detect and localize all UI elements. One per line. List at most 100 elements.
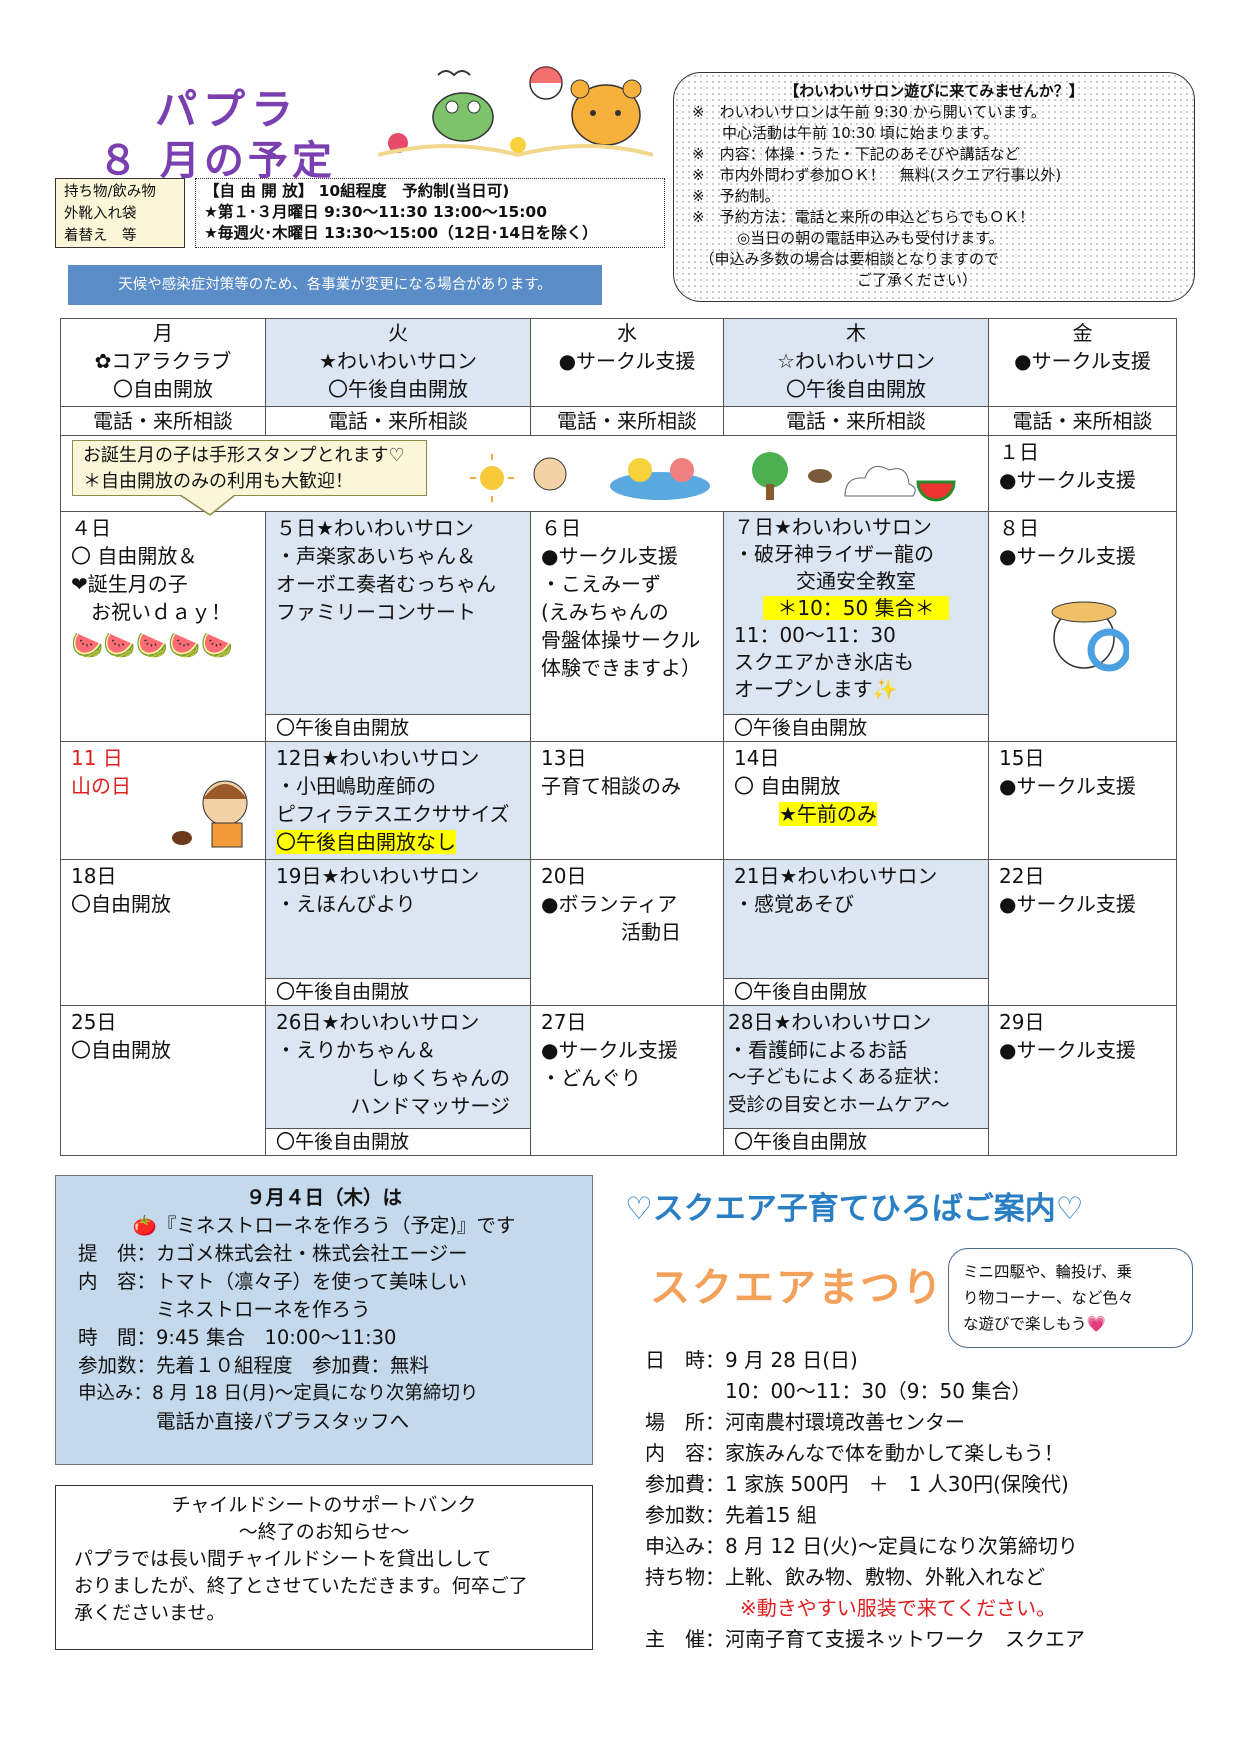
penguin-swim-ring-icon — [1051, 601, 1131, 672]
pm-free-play: 〇午後自由開放 — [724, 714, 988, 741]
festival-warning: ※動きやすい服装で来てください。 — [740, 1596, 1057, 1620]
tree-icon — [752, 452, 788, 500]
september-event-box: ９月４日（木）は 🍅『ミネストローネを作ろう（予定)』です 提 供：カゴメ株式会… — [55, 1175, 593, 1465]
day-cell-1: １日●サークル支援 — [988, 435, 1177, 512]
salon-info-line: ※ 市内外問わず参加ＯＫ！ 無料(スクエア行事以外) — [692, 166, 1062, 184]
august-calendar: 月✿コアラクラブ〇自由開放 火★わいわいサロン〇午後自由開放 水●サークル支援 … — [60, 318, 1177, 1156]
festival-line: 参加費：1 家族 500円 ＋ 1 人30円(保険代) — [645, 1472, 1069, 1496]
child-brushing-icon — [533, 457, 567, 491]
tel-consult: 電話・来所相談 — [60, 406, 266, 436]
children-pool-icon — [610, 458, 710, 500]
weekday-header-mon: 月✿コアラクラブ〇自由開放 — [60, 318, 266, 407]
free-play-line: ★第１･３月曜日 9:30～11:30 13:00～15:00 — [204, 203, 548, 221]
child-with-beetle-icon — [172, 780, 248, 848]
salon-info-line: ※ 予約方法：電話と来所の申込どちらでもＯＫ！ — [692, 208, 1035, 226]
day-cell-11: 11 日山の日 — [60, 741, 266, 860]
day-cell-28: 28日★わいわいサロン・看護師によるお話～子どもによくある症状：受診の目安とホー… — [723, 1005, 989, 1156]
seagull-icon — [437, 70, 471, 77]
festival-line: 日 時：9 月 28 日(日) — [645, 1348, 858, 1372]
festival-line: 参加数：先着15 組 — [645, 1503, 817, 1527]
festival-organizer: 主 催：河南子育て支援ネットワーク スクエア — [645, 1627, 1085, 1651]
pm-free-play: 〇午後自由開放 — [266, 978, 530, 1005]
salon-info-title: 【わいわいサロン遊びに来てみませんか？】 — [784, 82, 1084, 100]
day-cell-26: 26日★わいわいサロン・えりかちゃん＆しゅくちゃんのハンドマッサージ 〇午後自由… — [265, 1005, 531, 1156]
child-seat-title: チャイルドシートのサポートバンク — [171, 1494, 477, 1516]
square-heading: ♡スクエア子育てひろばご案内♡ — [625, 1191, 1084, 1227]
day-cell-25: 25日〇自由開放 — [60, 1005, 266, 1156]
day-cell-5: ５日★わいわいサロン・声楽家あいちゃん＆オーボエ奏者むっちゃんファミリーコンサー… — [265, 511, 531, 742]
tel-consult: 電話・来所相談 — [723, 406, 989, 436]
festival-line: 10：00～11：30（9：50 集合） — [645, 1379, 1032, 1403]
bring-item: 外靴入れ袋 — [64, 206, 137, 222]
title-august-schedule: ８ 月の予定 — [98, 138, 336, 184]
sept-event-line: 内 容：トマト（凛々子）を使って美味しい — [78, 1270, 468, 1293]
festival-details: 日 時：9 月 28 日(日) 10：00～11：30（9：50 集合） 場 所… — [645, 1345, 1205, 1655]
birthday-note: お誕生月の子は手形スタンプとれます♡ ＊自由開放のみの利用も大歓迎！ — [72, 440, 427, 496]
tel-consult: 電話・来所相談 — [265, 406, 531, 436]
festival-line: 内 容：家族みんなで体を動かして楽しもう！ — [645, 1441, 1064, 1465]
salon-info-line: ※ わいわいサロンは午前 9:30 から開いています。 — [692, 103, 1046, 121]
salon-info-line: ※ 内容：体操・うた・下記のあそびや講話など — [692, 145, 1020, 163]
meeting-time-highlight: ＊10：50 集合＊ — [763, 596, 949, 620]
salon-info-line: （申込み多数の場合は要相談となりますので — [692, 250, 1000, 268]
free-play-title: 【自 由 開 放】 10組程度 予約制(当日可) — [204, 182, 510, 200]
weekday-header-tue: 火★わいわいサロン〇午後自由開放 — [265, 318, 531, 407]
weekday-header-fri: 金●サークル支援 — [988, 318, 1177, 407]
bring-item: 着替え 等 — [64, 228, 137, 244]
festival-speech-bubble: ミニ四駆や、輪投げ、乗 り物コーナー、など色々 な遊びで楽しもう💗 — [948, 1248, 1193, 1348]
sept-event-line: 申込み：8 月 18 日(月)～定員になり次第締切り — [78, 1383, 479, 1404]
cloud-icon — [844, 465, 916, 497]
sept-event-line: 参加数：先着１０組程度 参加費：無料 — [78, 1354, 430, 1377]
summer-illustration — [378, 66, 653, 158]
day-cell-27: 27日●サークル支援・どんぐり — [530, 1005, 724, 1156]
no-pm-free-play-highlight: 〇午後自由開放なし — [276, 830, 456, 854]
speech-pointer — [180, 495, 236, 516]
free-play-line: ★毎週火･木曜日 13:30～15:00（12日･14日を除く） — [204, 224, 598, 242]
sept-event-line: 提 供：カゴメ株式会社・株式会社エージー — [78, 1242, 468, 1265]
tel-consult: 電話・来所相談 — [530, 406, 724, 436]
bring-item: 持ち物/飲み物 — [64, 184, 156, 200]
pm-free-play: 〇午後自由開放 — [266, 714, 530, 741]
cicada-icon — [808, 469, 832, 483]
tel-consult: 電話・来所相談 — [988, 406, 1177, 436]
salon-info-line: ※ 予約制。 — [692, 187, 780, 205]
salon-info-line: ご了承ください） — [692, 271, 978, 289]
pm-free-play: 〇午後自由開放 — [266, 1128, 530, 1155]
day-cell-13: 13日子育て相談のみ — [530, 741, 724, 860]
free-play-box: 【自 由 開 放】 10組程度 予約制(当日可) ★第１･３月曜日 9:30～1… — [195, 178, 665, 248]
child-seat-subtitle: ～終了のお知らせ～ — [238, 1521, 410, 1543]
day-cell-29: 29日●サークル支援 — [988, 1005, 1177, 1156]
sept-event-title: 『ミネストローネを作ろう（予定)』です — [156, 1214, 516, 1237]
morning-only-highlight: ★午前のみ — [779, 802, 877, 826]
square-festival-title: スクエアまつり — [650, 1265, 944, 1311]
weather-notice-banner: 天候や感染症対策等のため、各事業が変更になる場合があります。 — [68, 265, 602, 305]
bring-items-box: 持ち物/飲み物 外靴入れ袋 着替え 等 — [55, 178, 185, 248]
title-papura: パプラ — [155, 85, 300, 134]
day-cell-18: 18日〇自由開放 — [60, 859, 266, 1006]
festival-line: 申込み：8 月 12 日(火)～定員になり次第締切り — [645, 1534, 1078, 1558]
sept-event-date: ９月４日（木）は — [245, 1186, 402, 1209]
salon-info-line: ◎当日の朝の電話申込みも受付けます。 — [692, 229, 1004, 247]
day-cell-21: 21日★わいわいサロン・感覚あそび 〇午後自由開放 — [723, 859, 989, 1006]
festival-line: 場 所：河南農村環境改善センター — [645, 1410, 965, 1434]
day-cell-4: ４日〇 自由開放＆❤誕生月の子 お祝いｄａｙ！ 🍉🍉🍉🍉🍉 — [60, 511, 266, 742]
watermelon-icons: 🍉🍉🍉🍉🍉 — [71, 631, 233, 661]
child-seat-notice: チャイルドシートのサポートバンク ～終了のお知らせ～ パプラでは長い間チャイルド… — [55, 1485, 593, 1650]
day-cell-12: 12日★わいわいサロン・小田嶋助産師のピフィラテスエクササイズ 〇午後自由開放な… — [265, 741, 531, 860]
frog-icon — [432, 92, 494, 142]
chick-icon — [510, 137, 526, 153]
weekday-header-thu: 木☆わいわいサロン〇午後自由開放 — [723, 318, 989, 407]
day-cell-15: 15日●サークル支援 — [988, 741, 1177, 860]
festival-line: 持ち物：上靴、飲み物、敷物、外靴入れなど — [645, 1565, 1045, 1589]
sun-icon — [470, 454, 514, 502]
day-cell-14: 14日〇 自由開放 ★午前のみ — [723, 741, 989, 860]
day-cell-6: ６日●サークル支援・こえみーず(えみちゃんの骨盤体操サークル体験できますよ） — [530, 511, 724, 742]
sept-event-line: 時 間：9:45 集合 10:00～11:30 — [78, 1326, 397, 1349]
day-cell-7: ７日★わいわいサロン・破牙神ライザー龍の交通安全教室 ＊10：50 集合＊ 11… — [723, 511, 989, 742]
day-cell-19: 19日★わいわいサロン・えほんびより 〇午後自由開放 — [265, 859, 531, 1006]
sept-event-line: ミネストローネを作ろう — [78, 1298, 371, 1321]
salon-info-box: 【わいわいサロン遊びに来てみませんか？】 ※ わいわいサロンは午前 9:30 か… — [673, 72, 1195, 302]
sept-event-line: 電話か直接パプラスタッフへ — [78, 1410, 410, 1433]
summer-icons-row — [470, 452, 956, 502]
pm-free-play: 〇午後自由開放 — [724, 978, 988, 1005]
